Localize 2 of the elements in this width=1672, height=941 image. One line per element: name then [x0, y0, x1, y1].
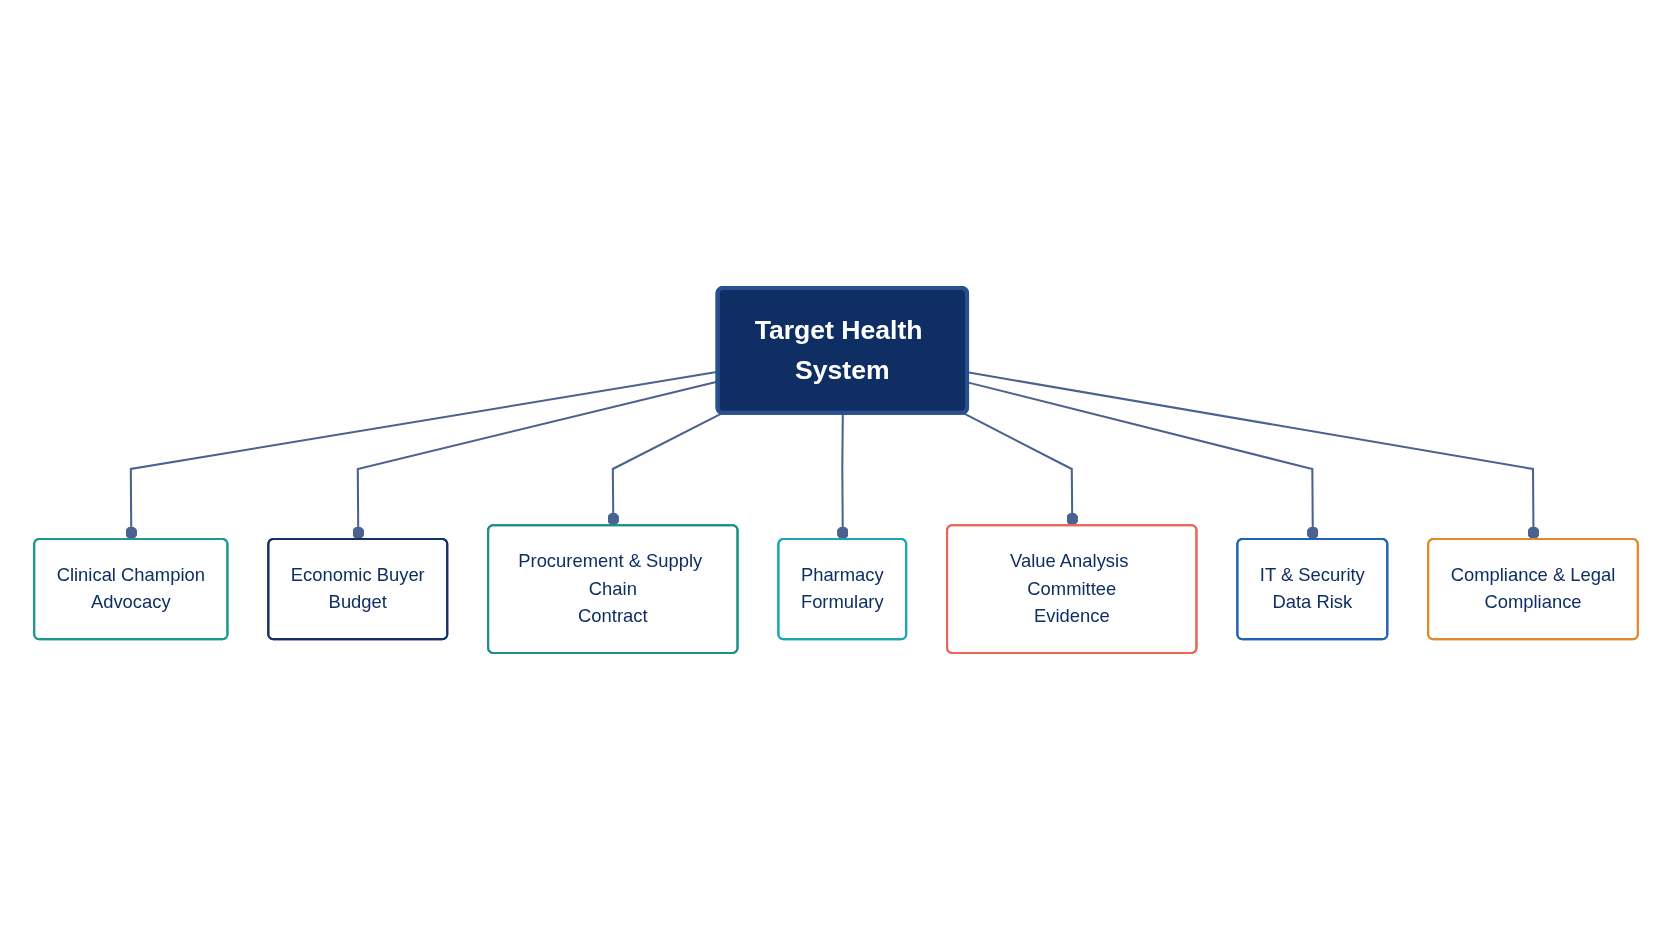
connector: [607, 412, 723, 526]
connector: [962, 412, 1079, 526]
